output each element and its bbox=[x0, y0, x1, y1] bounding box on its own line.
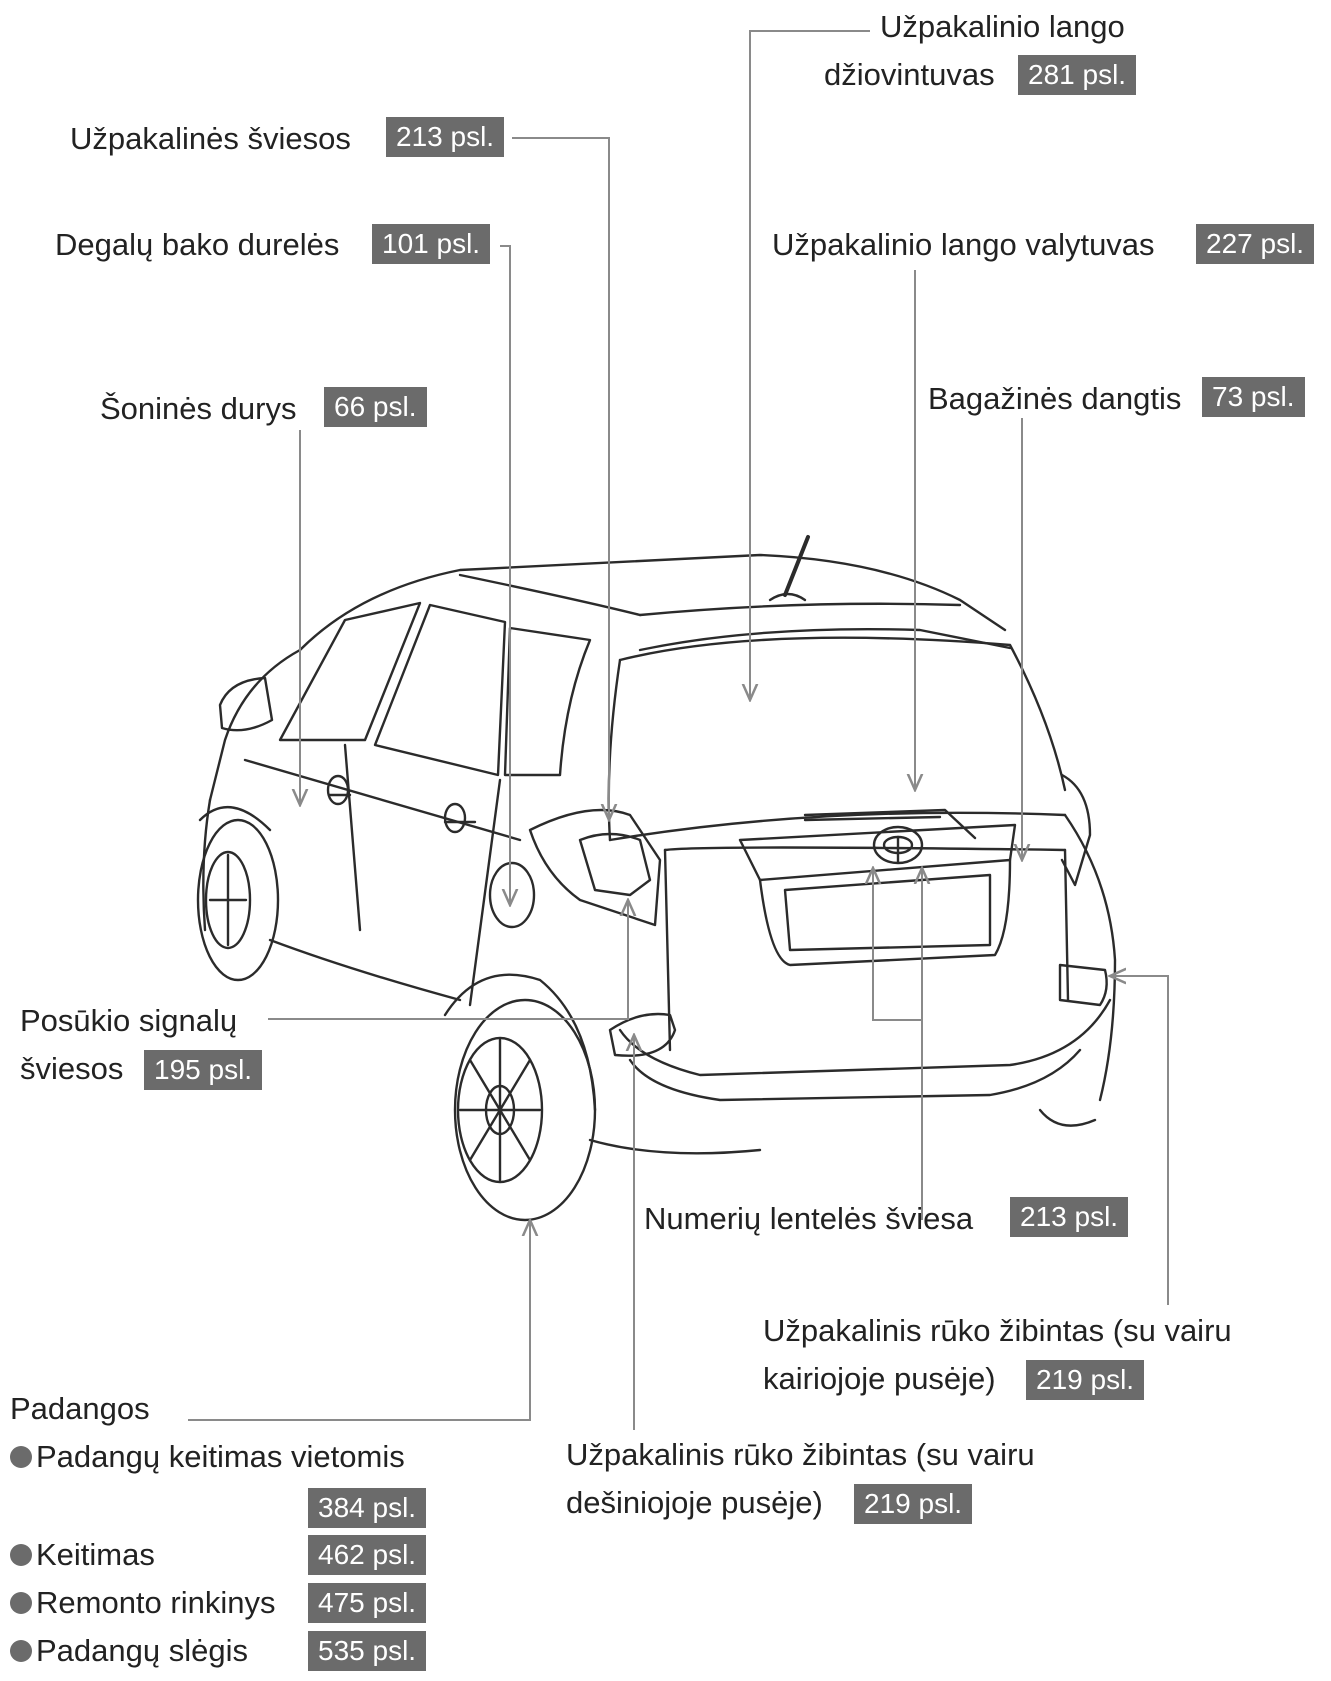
license-plate-light-page-badge[interactable]: 213 psl. bbox=[1010, 1197, 1128, 1237]
tires-item-repair-kit: Remonto rinkinys bbox=[10, 1584, 275, 1622]
bullet-icon bbox=[10, 1640, 32, 1662]
rear-window-defogger-label-line1: Užpakalinio lango bbox=[880, 8, 1125, 46]
side-doors-page-badge[interactable]: 66 psl. bbox=[324, 387, 427, 427]
tires-item-rotation-page-badge[interactable]: 384 psl. bbox=[308, 1488, 426, 1528]
tires-item-pressure: Padangų slėgis bbox=[10, 1632, 248, 1670]
rear-fog-lhd-label-line1: Užpakalinis rūko žibintas (su vairu bbox=[763, 1312, 1232, 1350]
tires-item-repair-kit-label: Remonto rinkinys bbox=[36, 1585, 275, 1620]
tires-item-rotation: Padangų keitimas vietomis bbox=[10, 1438, 405, 1476]
side-doors-label: Šoninės durys bbox=[100, 390, 296, 428]
rear-window-defogger-label-line2: džiovintuvas bbox=[824, 56, 995, 94]
turn-signals-label-line1: Posūkio signalų bbox=[20, 1002, 237, 1040]
rear-fog-rhd-label-line1: Užpakalinis rūko žibintas (su vairu bbox=[566, 1436, 1035, 1474]
back-door-label: Bagažinės dangtis bbox=[928, 380, 1181, 418]
back-door-page-badge[interactable]: 73 psl. bbox=[1202, 377, 1305, 417]
license-plate-light-label: Numerių lentelės šviesa bbox=[644, 1200, 973, 1238]
rear-wiper-page-badge[interactable]: 227 psl. bbox=[1196, 224, 1314, 264]
bullet-icon bbox=[10, 1446, 32, 1468]
tires-item-replacement: Keitimas bbox=[10, 1536, 155, 1574]
tail-lights-label: Užpakalinės šviesos bbox=[70, 120, 351, 158]
tires-item-replacement-label: Keitimas bbox=[36, 1537, 155, 1572]
fuel-door-label: Degalų bako durelės bbox=[55, 226, 339, 264]
tires-title: Padangos bbox=[10, 1390, 150, 1428]
tires-item-repair-kit-page-badge[interactable]: 475 psl. bbox=[308, 1583, 426, 1623]
tires-item-rotation-label: Padangų keitimas vietomis bbox=[36, 1439, 405, 1474]
bullet-icon bbox=[10, 1544, 32, 1566]
rear-fog-lhd-page-badge[interactable]: 219 psl. bbox=[1026, 1360, 1144, 1400]
turn-signals-label-line2: šviesos bbox=[20, 1050, 123, 1088]
fuel-door-page-badge[interactable]: 101 psl. bbox=[372, 224, 490, 264]
rear-fog-lhd-label-line2: kairiojoje pusėje) bbox=[763, 1360, 996, 1398]
rear-window-defogger-page-badge[interactable]: 281 psl. bbox=[1018, 55, 1136, 95]
rear-fog-rhd-page-badge[interactable]: 219 psl. bbox=[854, 1484, 972, 1524]
tail-lights-page-badge[interactable]: 213 psl. bbox=[386, 117, 504, 157]
rear-wiper-label: Užpakalinio lango valytuvas bbox=[772, 226, 1155, 264]
rear-fog-rhd-label-line2: dešiniojoje pusėje) bbox=[566, 1484, 823, 1522]
tires-item-pressure-page-badge[interactable]: 535 psl. bbox=[308, 1631, 426, 1671]
car-illustration bbox=[198, 537, 1115, 1220]
turn-signals-page-badge[interactable]: 195 psl. bbox=[144, 1050, 262, 1090]
tires-item-replacement-page-badge[interactable]: 462 psl. bbox=[308, 1535, 426, 1575]
tires-item-pressure-label: Padangų slėgis bbox=[36, 1633, 248, 1668]
bullet-icon bbox=[10, 1592, 32, 1614]
